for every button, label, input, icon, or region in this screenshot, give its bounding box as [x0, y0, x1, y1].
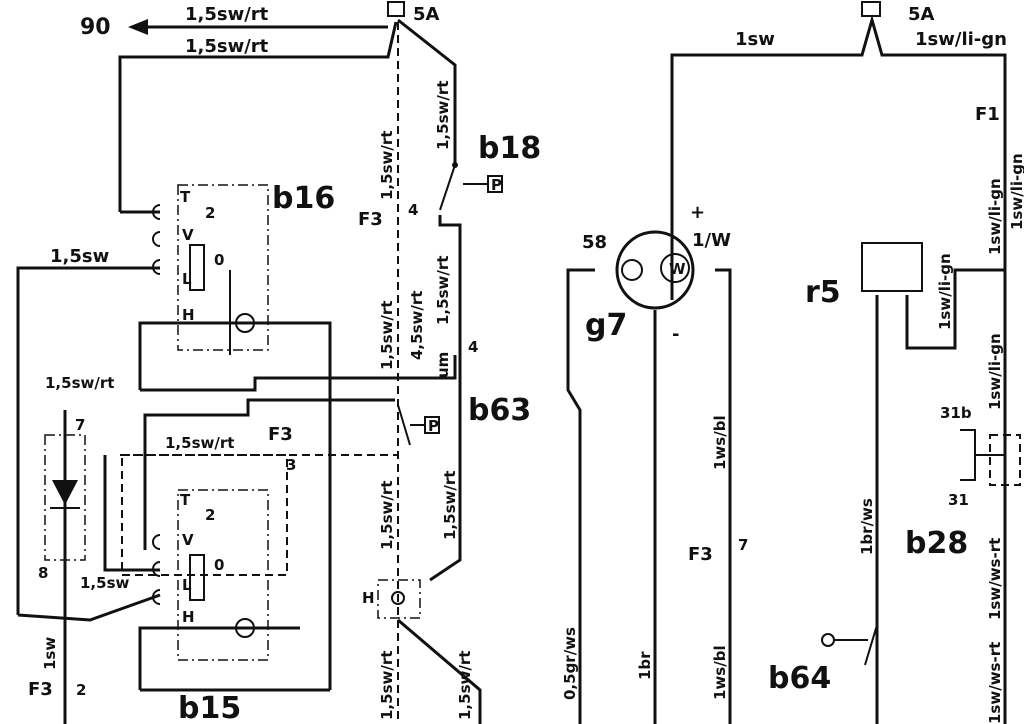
wire-label: 4,5sw/rt [408, 291, 426, 360]
wire-label: 1,5sw/rt [441, 471, 459, 540]
terminal-label: L [182, 270, 192, 288]
terminal-label: 7 [738, 536, 748, 554]
pressure-symbol-label: P [428, 417, 439, 435]
switch-b63 [377, 404, 440, 619]
push-button-icon [821, 633, 835, 647]
component-r5-label: r5 [805, 275, 841, 310]
fuse-label: F3 [268, 424, 293, 445]
component-b28-label: b28 [905, 526, 968, 561]
switch-b28 [960, 429, 1021, 486]
terminal-label: W [669, 260, 686, 278]
wire-label: 1ws/bl [711, 645, 729, 700]
switch-b18 [429, 162, 503, 582]
switch-b64 [821, 624, 878, 666]
relay-b16 [16, 184, 332, 690]
fuse-label: 5A [413, 4, 440, 25]
wire-label: 1,5sw/rt [456, 651, 474, 720]
wire-label: 1,5sw/rt [165, 434, 234, 452]
wire [140, 355, 457, 392]
wire-label: 1,5sw/rt [378, 481, 396, 550]
wire-label: 1sw/ws-rt [986, 538, 1004, 620]
wire-label: 1sw [735, 29, 775, 50]
terminal-label: H [182, 306, 195, 324]
wire-label: 1sw/li-gn [1008, 153, 1024, 230]
wire-label: 1sw [41, 637, 59, 670]
terminal-label: L [182, 576, 192, 594]
terminal-label: 4 [468, 338, 478, 356]
wire-label: 1sw/li-gn [986, 178, 1004, 255]
terminal-label: 2 [76, 681, 86, 699]
fuse-label: F3 [358, 209, 383, 230]
gauge-g7 [566, 230, 732, 724]
terminal-label: T [180, 491, 191, 509]
wire-label: 1,5sw/rt [434, 81, 452, 150]
terminal-label: 4 [408, 201, 418, 219]
terminal-label: 58 [582, 232, 607, 253]
fuse-label: 5A [908, 4, 935, 25]
component-g7-label: g7 [585, 308, 627, 343]
wire-label: 1sw/li-gn [986, 333, 1004, 410]
terminal-label: V [182, 531, 194, 549]
warning-lamp-icon [621, 259, 643, 281]
pressure-switch-icon [487, 175, 503, 193]
fuse-label: F3 [28, 679, 53, 700]
wire-label: 1,5sw/rt [185, 4, 269, 25]
terminal-label: 0 [214, 251, 224, 269]
meter-icon [660, 253, 690, 283]
arrow-90-icon [128, 19, 148, 35]
terminal-label: H [362, 589, 375, 607]
fuse-5a-left-icon [387, 1, 405, 17]
top-wires [118, 1, 1007, 724]
fuse-label: F3 [688, 544, 713, 565]
terminal-label: H [182, 608, 195, 626]
terminal-90-label: 90 [80, 15, 111, 40]
wire-label: 1sw/ws-rt [986, 642, 1004, 724]
terminal-label: 2 [205, 204, 215, 222]
fuse-5a-right-icon [861, 1, 881, 17]
wire-label: 1,5sw/rt [378, 131, 396, 200]
horn-contact [377, 579, 421, 619]
terminal-label: 7 [75, 416, 85, 434]
pressure-symbol-label: P [491, 176, 502, 194]
terminal-label: 0 [214, 556, 224, 574]
terminal-label: 2 [205, 506, 215, 524]
terminal-label: 3 [286, 456, 296, 474]
lamp-icon [235, 313, 255, 333]
terminal-label: 31b [940, 404, 972, 422]
wire-label: 1,5sw/rt [185, 36, 269, 57]
wire-label: 1,5sw/rt [378, 301, 396, 370]
wire-label: 1,5sw [50, 246, 109, 267]
wire-label: 1sw/li-gn [936, 253, 954, 330]
wire-label: 0,5gr/ws [561, 627, 579, 700]
terminal-label: 8 [38, 564, 48, 582]
wire [397, 618, 482, 724]
wire-label: um [434, 352, 452, 378]
fuse-label: F1 [975, 104, 1000, 125]
terminal-label: T [180, 188, 191, 206]
wire-label: 1,5sw/rt [378, 651, 396, 720]
wire-label: 1,5sw/rt [434, 256, 452, 325]
lamp-icon [235, 618, 255, 638]
wire-label: 1ws/bl [711, 415, 729, 470]
component-b64-label: b64 [768, 661, 831, 696]
resistor-r5 [861, 242, 1005, 724]
terminal-label: V [182, 226, 194, 244]
component-b16-label: b16 [272, 181, 335, 216]
wire-label: 1br/ws [858, 498, 876, 555]
wire [143, 398, 395, 550]
wire-label: 1,5sw/rt [45, 374, 114, 392]
component-b15-label: b15 [178, 691, 241, 724]
component-b63-label: b63 [468, 393, 531, 428]
component-b18-label: b18 [478, 131, 541, 166]
terminal-label: + [690, 202, 705, 223]
wire-label: 1br [636, 651, 654, 680]
terminal-label: 31 [948, 491, 969, 509]
wire-label: 1,5sw [80, 574, 130, 592]
relay-b15 [17, 410, 330, 724]
wire-label: 1sw/li-gn [915, 29, 1007, 50]
terminal-label: 1/W [692, 230, 731, 251]
terminal-label: - [672, 324, 679, 345]
